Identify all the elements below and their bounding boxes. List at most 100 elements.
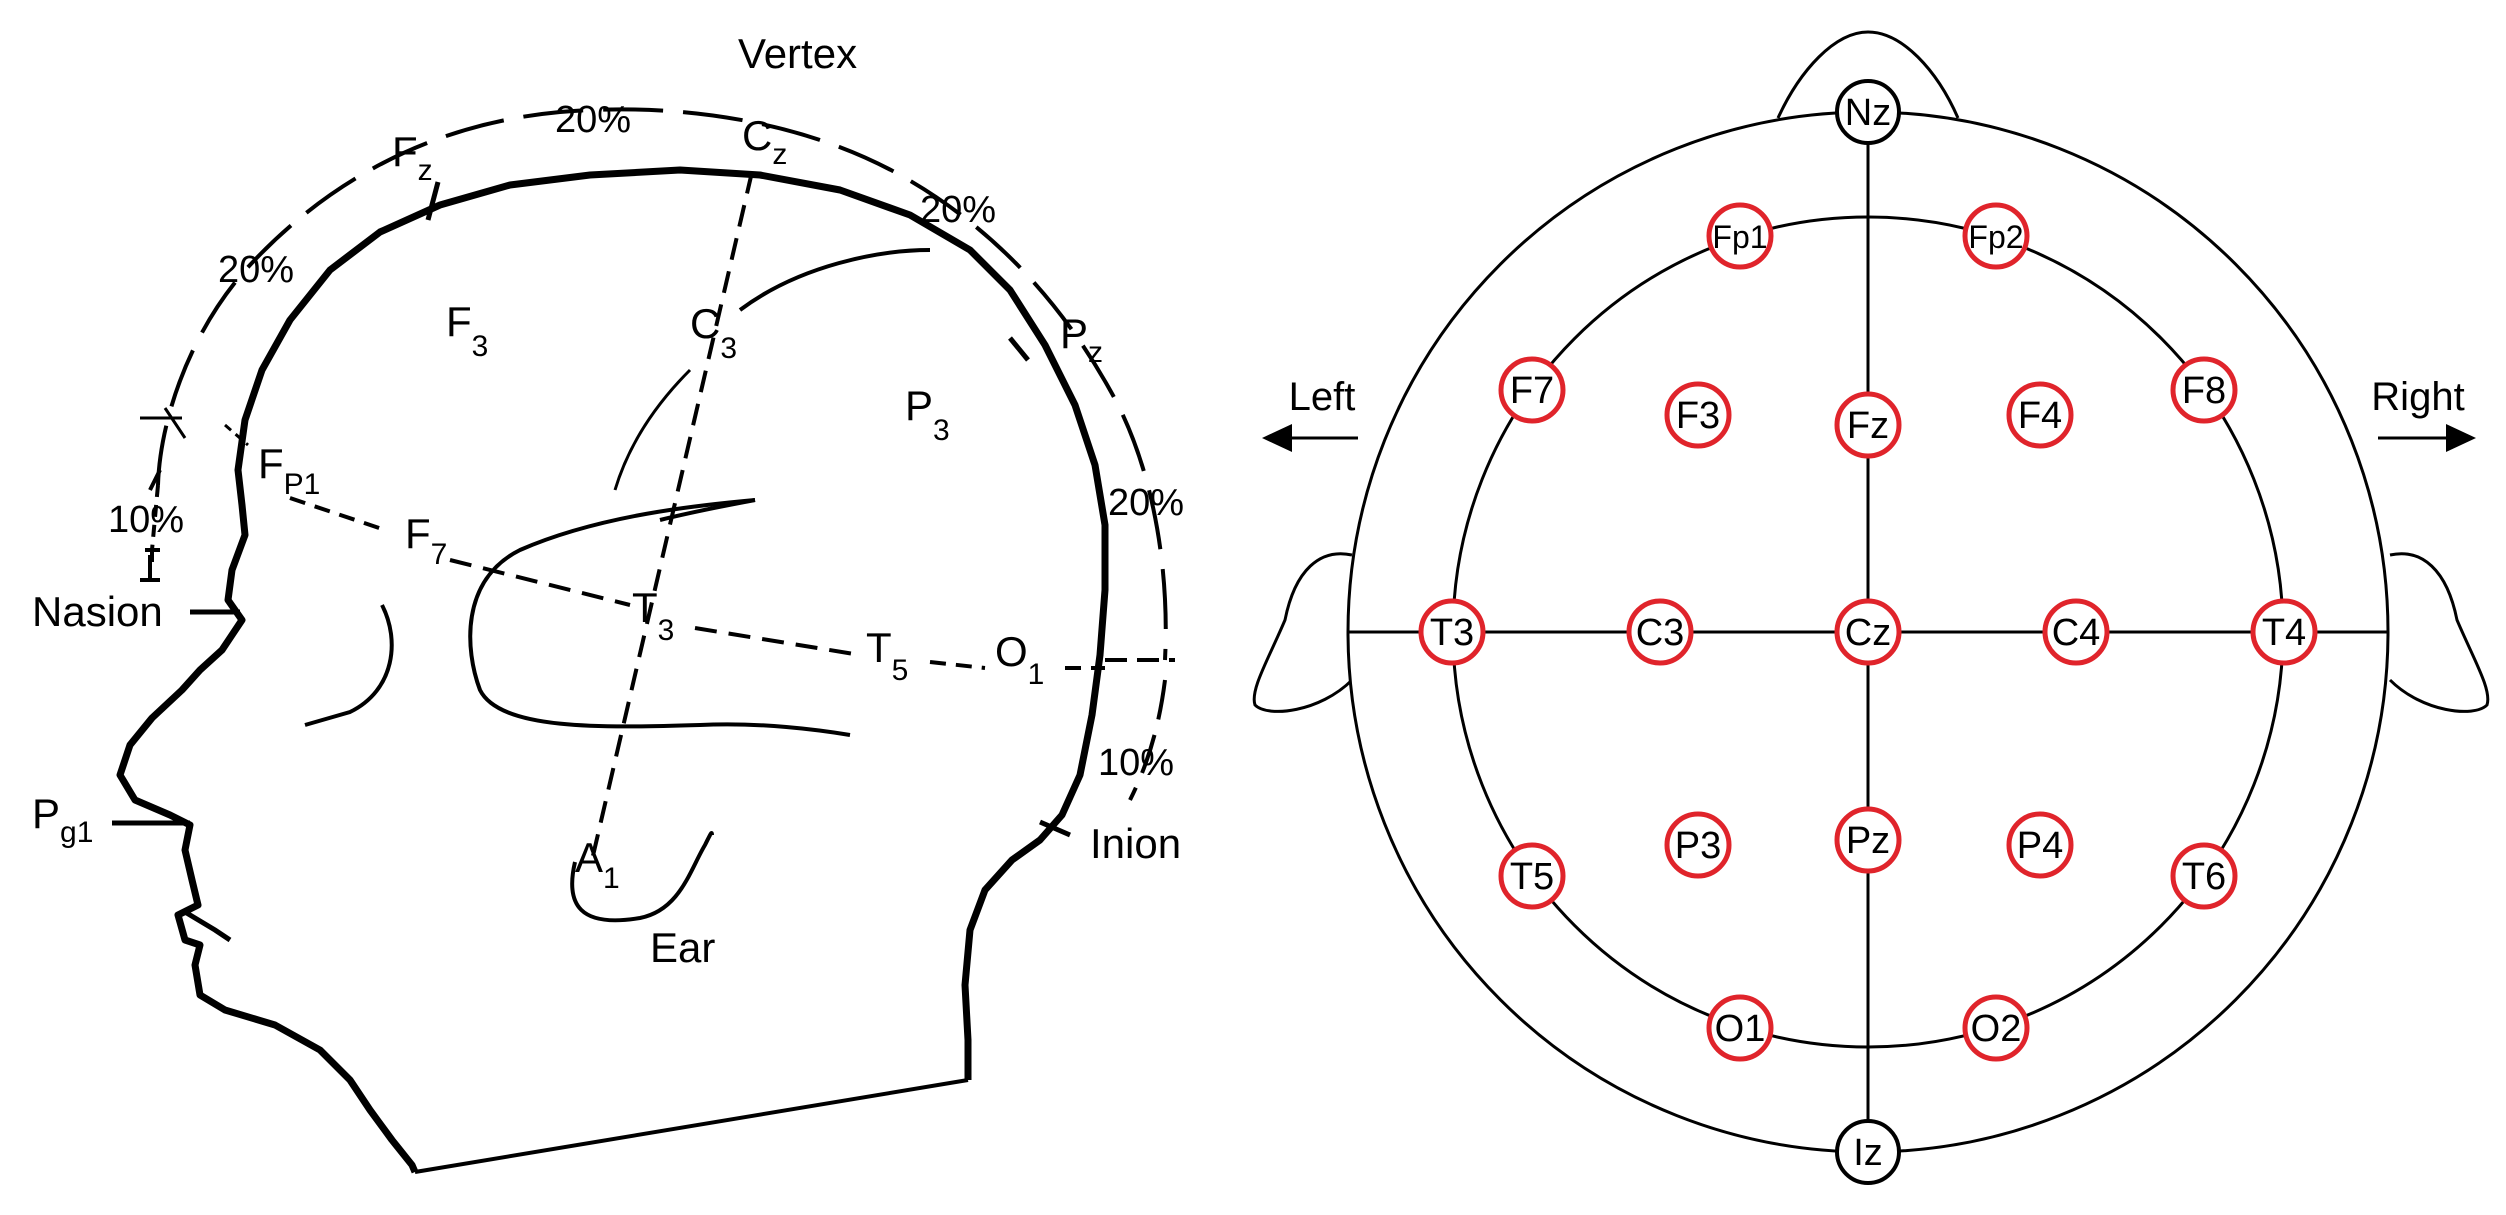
electrode-f8: F8 [2170, 356, 2238, 424]
line-t3-t5 [694, 626, 861, 657]
side-electrode-fp1: FP1 [258, 440, 320, 501]
side-electrode-c3: C3 [690, 300, 737, 365]
left-ear-shape [1252, 552, 1354, 713]
lip-detail [183, 909, 232, 943]
electrode-label: P3 [1675, 825, 1721, 867]
electrode-label: T4 [2262, 612, 2306, 654]
electrode-label: T6 [2182, 856, 2226, 898]
ear-shape [570, 831, 714, 923]
inion-pointer [1039, 819, 1071, 838]
pct-top-left: 20% [555, 99, 631, 141]
electrode-label: Fp2 [1968, 219, 2023, 255]
electrode-c4: C4 [2042, 598, 2110, 666]
electrode-ring [1834, 598, 1902, 666]
side-electrode-a1: A1 [575, 834, 620, 895]
electrode-label: T3 [1430, 612, 1474, 654]
electrode-ring [1706, 202, 1774, 270]
line-f7-t3 [449, 558, 631, 607]
head-outline [116, 166, 1109, 1174]
right-arrow-icon [2446, 424, 2476, 452]
electrode-ring [1664, 811, 1732, 879]
temporal-curve [304, 604, 394, 727]
electrode-fp1: Fp1 [1706, 202, 1774, 270]
left-label: Left [1289, 375, 1356, 419]
electrode-ring [1834, 391, 1902, 459]
electrode-label: Cz [1845, 612, 1891, 654]
nose-shape [1776, 30, 1960, 119]
line-t5-o1 [929, 660, 986, 670]
electrode-p3: P3 [1664, 811, 1732, 879]
electrode-ring [1664, 381, 1732, 449]
electrode-label: F7 [1510, 370, 1554, 412]
neck-line [414, 1078, 969, 1174]
electrode-ring [1498, 842, 1566, 910]
electrode-label: Fz [1847, 405, 1889, 447]
electrode-ring [2170, 842, 2238, 910]
side-electrode-t3: T3 [632, 584, 674, 647]
electrode-p4: P4 [2006, 811, 2074, 879]
electrode-fp2: Fp2 [1962, 202, 2030, 270]
electrode-label: F8 [2182, 370, 2226, 412]
electrode-ring [2006, 811, 2074, 879]
electrode-label: T5 [1510, 856, 1554, 898]
side-electrode-p3: P3 [905, 382, 950, 447]
precentral-line [613, 368, 692, 491]
ear-label: Ear [650, 924, 715, 971]
pct-front-upper: 20% [218, 249, 294, 291]
electrode-ring [2170, 356, 2238, 424]
electrode-ring [1706, 994, 1774, 1062]
inion-arc [1128, 679, 1167, 801]
electrode-label: Nz [1845, 92, 1891, 134]
electrode-ring [2042, 598, 2110, 666]
electrode-c3: C3 [1626, 598, 1694, 666]
side-electrode-pz: Pz [1060, 310, 1103, 369]
electrode-ring [1962, 994, 2030, 1062]
electrode-ring [2006, 381, 2074, 449]
measurement-arc [156, 107, 1168, 661]
side-electrode-f7: F7 [405, 510, 447, 571]
inion-label: Inion [1090, 820, 1181, 867]
nasion-label: Nasion [32, 588, 163, 635]
side-electrode-fz: Fz [392, 128, 433, 187]
electrode-label: Pz [1846, 820, 1890, 862]
central-sulcus [738, 248, 931, 312]
electrode-ring [1834, 806, 1902, 874]
pct-nasion-10: 10% [108, 499, 184, 541]
electrode-ring [1418, 598, 1486, 666]
electrode-f3: F3 [1664, 381, 1732, 449]
electrode-label: F4 [2018, 395, 2062, 437]
pct-top-right: 20% [920, 189, 996, 231]
electrode-fz: Fz [1834, 391, 1902, 459]
electrode-nz: Nz [1835, 79, 1901, 145]
electrode-t4: T4 [2250, 598, 2318, 666]
side-electrode-f3: F3 [446, 298, 488, 363]
electrode-ring [2250, 598, 2318, 666]
electrode-label: F3 [1676, 395, 1720, 437]
electrode-ring [1626, 598, 1694, 666]
electrode-f7: F7 [1498, 356, 1566, 424]
electrode-cz: Cz [1834, 598, 1902, 666]
pct-inion-10: 10% [1098, 742, 1174, 784]
side-electrode-pg1: Pg1 [32, 790, 93, 849]
electrode-t5: T5 [1498, 842, 1566, 910]
sylvian-fissure [468, 498, 851, 737]
right-ear-shape [2388, 552, 2490, 713]
electrode-t3: T3 [1418, 598, 1486, 666]
side-electrode-t5: T5 [866, 624, 908, 687]
electrode-f4: F4 [2006, 381, 2074, 449]
pct-back: 20% [1108, 482, 1184, 524]
electrode-label: O2 [1971, 1008, 2022, 1050]
vertex-label: Vertex [738, 30, 857, 77]
electrode-ring [1835, 79, 1901, 145]
electrode-o2: O2 [1962, 994, 2030, 1062]
electrode-label: C3 [1636, 612, 1685, 654]
electrode-ring [1498, 356, 1566, 424]
line-fp1-f7 [289, 496, 386, 532]
electrode-t6: T6 [2170, 842, 2238, 910]
electrode-label: P4 [2017, 825, 2063, 867]
electrode-iz: Iz [1835, 1119, 1901, 1185]
left-arrow-icon [1262, 424, 1292, 452]
electrode-o1: O1 [1706, 994, 1774, 1062]
